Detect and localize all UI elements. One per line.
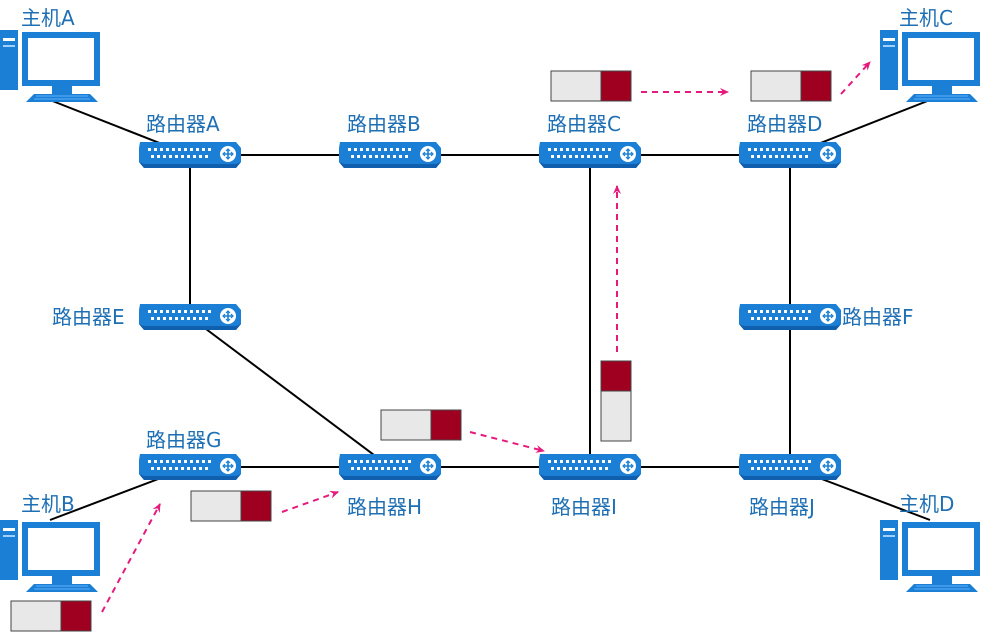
path-arrow-router-H-to-router-I [469,431,545,453]
router-d-label: 路由器D [747,112,823,136]
packet-at-router-d-icon [750,70,832,102]
router-i-label: 路由器I [551,495,617,519]
router-g-label: 路由器G [146,428,222,452]
router-f-label: 路由器F [842,305,914,329]
link-router-E-to-router-H [189,316,391,468]
packet-header [600,360,632,392]
path-arrow-host-B-to-router-G [101,503,161,613]
packet-header [430,409,462,441]
router-b-icon[interactable] [338,141,442,169]
router-j-label: 路由器J [749,495,815,519]
packet-between-h-i-icon [380,409,462,441]
router-f-icon[interactable] [738,303,842,331]
router-j-icon[interactable] [738,453,842,481]
packet-between-i-c-icon [600,360,632,442]
host-c-computer-icon[interactable] [879,29,981,103]
router-e-label: 路由器E [52,305,125,329]
router-e-icon[interactable] [138,303,242,331]
host-a-computer-icon[interactable] [0,29,101,103]
router-d-icon[interactable] [738,141,842,169]
packet-path-arrows [101,61,871,613]
router-a-label: 路由器A [146,112,220,136]
router-h-icon[interactable] [338,453,442,481]
router-i-icon[interactable] [538,453,642,481]
path-arrow-router-D-to-host-C [840,61,871,95]
packet-between-g-h-icon [190,490,272,522]
router-c-icon[interactable] [538,141,642,169]
packets-layer [10,70,832,632]
packet-header [800,70,832,102]
router-c-label: 路由器C [547,112,621,136]
packet-at-host-b-icon [10,600,92,632]
host-a-label: 主机A [21,6,75,30]
router-a-icon[interactable] [138,141,242,169]
packet-header [240,490,272,522]
host-b-label: 主机B [21,492,75,516]
host-b-computer-icon[interactable] [0,519,101,593]
router-b-label: 路由器B [347,112,421,136]
router-h-label: 路由器H [347,495,423,519]
host-d-computer-icon[interactable] [879,519,981,593]
packet-header [600,70,632,102]
packet-at-router-c-icon [550,70,632,102]
host-c-label: 主机C [899,6,953,30]
packet-header [60,600,92,632]
router-g-icon[interactable] [138,453,242,481]
host-d-label: 主机D [899,492,955,516]
path-arrow-router-G-to-router-H [281,490,339,513]
